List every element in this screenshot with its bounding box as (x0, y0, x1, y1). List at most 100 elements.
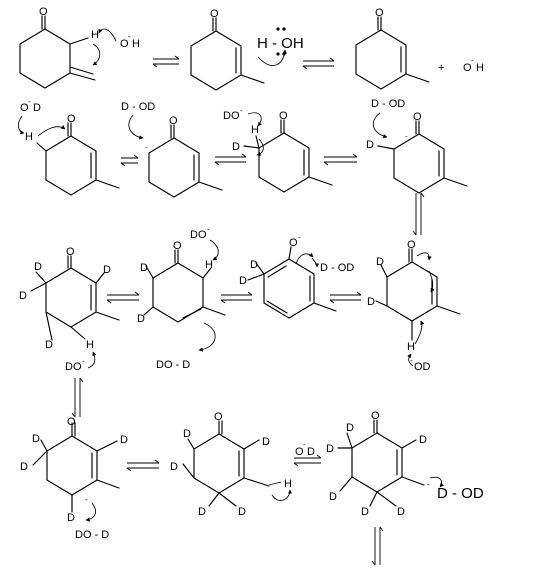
atom-d: D (346, 422, 354, 434)
atom-o: O (413, 111, 422, 123)
equilibrium-arrow (120, 154, 139, 167)
atom-d: D (329, 491, 337, 503)
deuteroxide-ion: DO - (190, 225, 210, 241)
equilibrium-arrow (126, 459, 160, 472)
atom-d: D (103, 264, 111, 276)
molecule-dideuterated-r3a: O D D D D H (19, 246, 120, 351)
atom-o: O (279, 110, 288, 122)
atom-d: D (45, 339, 53, 351)
molecule-methylenecyclohexanone: O H (19, 6, 99, 89)
svg-text:-: - (303, 440, 306, 449)
atom-h: H (251, 124, 259, 136)
atom-d: D (367, 296, 375, 308)
svg-text:O: O (20, 102, 29, 114)
d-od-molecule: D - OD (371, 98, 405, 110)
curly-arrow (198, 322, 216, 352)
equilibrium-arrow (220, 291, 253, 304)
svg-text:H - OH: H - OH (257, 35, 304, 52)
curly-arrow (247, 112, 262, 127)
curly-arrow (416, 252, 432, 261)
molecule-enolate-r2b: O - (145, 115, 223, 198)
svg-text:DO: DO (65, 361, 82, 373)
atom-d: D (140, 262, 148, 274)
svg-text:O: O (120, 38, 129, 50)
hydroxide-ion: O - H (463, 56, 484, 74)
svg-text:D: D (307, 446, 315, 458)
atom-h: H (284, 478, 292, 490)
svg-text:-: - (28, 97, 31, 106)
deuteroxide-ion: O - D (20, 97, 41, 114)
atom-d: D (376, 256, 384, 268)
hydroxide-ion: O - H (120, 32, 140, 50)
svg-text:DO: DO (223, 110, 240, 122)
equilibrium-arrow (329, 291, 362, 304)
atom-h: H (205, 259, 213, 271)
atom-o: O (67, 416, 76, 428)
carbanion-charge: - (405, 132, 408, 141)
d-od-molecule: DO - D (75, 529, 109, 541)
svg-text:D - OD: D - OD (437, 485, 484, 502)
deuteroxide-ion: O - D (295, 440, 315, 458)
curly-arrow (98, 28, 117, 42)
equilibrium-arrow (302, 57, 335, 70)
molecule-cyclohexenone-r2a: O H (25, 113, 120, 196)
svg-text:D: D (33, 102, 41, 114)
atom-d: D (183, 428, 191, 440)
molecule-methylcyclohexenone: O (355, 7, 430, 90)
atom-d: D (326, 443, 334, 455)
carbanion-charge: - (427, 480, 430, 489)
molecule-deuterated-r2c: O D H (232, 110, 333, 193)
atom-d: D (19, 290, 27, 302)
atom-d: D (137, 313, 145, 325)
molecule-enolate-r2d: O D - (366, 111, 468, 194)
svg-text:O: O (295, 446, 304, 458)
svg-text:O: O (463, 62, 472, 74)
molecule-pentadeuterated-r4b: O D D D D D H (170, 411, 292, 518)
curly-arrow (209, 239, 219, 261)
molecule-tetradeuterated-r4a: O D D D D - (20, 416, 128, 524)
equilibrium-arrow (152, 55, 180, 68)
atom-o: O (66, 246, 75, 258)
deuteroxide-ion: DO - (65, 357, 85, 373)
deuteroxide-ion: DO - (223, 106, 243, 122)
svg-text:DO: DO (190, 229, 207, 241)
equilibrium-arrow (214, 153, 247, 166)
atom-o: O (371, 410, 380, 422)
curly-arrow (37, 125, 66, 137)
curly-arrow (128, 114, 144, 140)
molecule-methylcyclohexenone: O (190, 8, 265, 91)
curly-arrow (414, 320, 425, 345)
equilibrium-arrow-vertical (371, 526, 384, 566)
svg-text:-: - (471, 56, 474, 65)
atom-d: D (32, 433, 40, 445)
atom-d: D (198, 506, 206, 518)
molecule-dideuterated-r3b: O D D H (137, 240, 226, 325)
equilibrium-arrow (106, 291, 140, 304)
svg-text:-: - (128, 32, 131, 41)
svg-text:DO - D: DO - D (75, 529, 109, 541)
atom-d: D (250, 259, 258, 271)
carbanion-charge: - (145, 143, 148, 152)
equilibrium-arrow (293, 454, 322, 467)
deuteroxide-ion: - OD (410, 356, 431, 373)
atom-o: O (39, 6, 48, 18)
atom-d: D (262, 436, 270, 448)
equilibrium-arrow-vertical (412, 192, 425, 236)
curly-arrow (17, 115, 25, 135)
svg-text:-: - (207, 225, 210, 234)
svg-text:-: - (240, 106, 243, 115)
curly-arrow (311, 257, 320, 268)
curly-arrow (428, 270, 435, 293)
equilibrium-arrow (323, 153, 358, 166)
water-molecule: H - OH (257, 27, 304, 56)
atom-d: D (238, 506, 246, 518)
atom-d: D (419, 434, 427, 446)
svg-text:H: H (476, 62, 484, 74)
equilibrium-arrow-vertical (71, 377, 84, 418)
svg-text:OD: OD (414, 361, 431, 373)
d-od-molecule: D - OD (437, 485, 484, 502)
atom-o: O (214, 411, 223, 423)
svg-text:D - OD: D - OD (121, 101, 155, 113)
atom-o: O (375, 7, 384, 19)
svg-text:-: - (82, 357, 85, 366)
